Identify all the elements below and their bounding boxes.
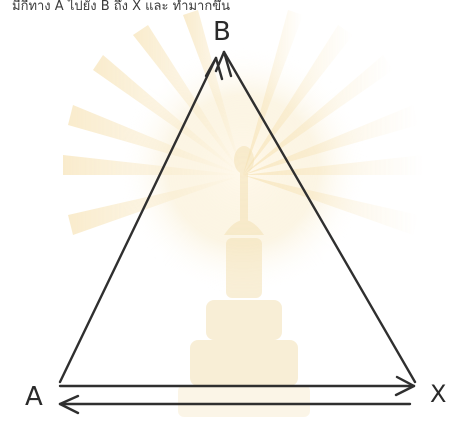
vertex-label-x: X bbox=[430, 380, 446, 408]
ray bbox=[93, 55, 243, 175]
caption-text: มีกี่ทาง A ไปยัง B ถึง X และ ทำมากขึ้น bbox=[12, 0, 230, 14]
ray bbox=[68, 105, 243, 175]
seal-rays bbox=[63, 10, 423, 235]
ray bbox=[63, 155, 243, 175]
ray bbox=[243, 10, 303, 175]
arrowhead-xb bbox=[214, 50, 233, 78]
seal-glow bbox=[118, 45, 368, 295]
ray bbox=[243, 175, 418, 235]
ray bbox=[133, 25, 243, 175]
arrowhead-ax bbox=[394, 375, 416, 397]
arrowhead-xa bbox=[58, 394, 80, 415]
ray bbox=[243, 155, 423, 175]
seal-stupa bbox=[190, 146, 298, 386]
ray bbox=[243, 25, 353, 175]
arrowhead-ab bbox=[204, 56, 224, 81]
edge-x-to-b bbox=[222, 50, 417, 384]
ray bbox=[68, 175, 243, 235]
vertex-labels: B A X bbox=[25, 17, 446, 412]
ray bbox=[183, 10, 243, 175]
vertex-label-b: B bbox=[213, 17, 231, 47]
seal-pedestal bbox=[178, 385, 310, 417]
vertex-label-a: A bbox=[25, 382, 43, 412]
university-seal-watermark bbox=[63, 10, 423, 417]
ray bbox=[243, 105, 418, 175]
triangle-edges bbox=[58, 50, 417, 415]
ray bbox=[243, 55, 393, 175]
edge-a-to-b bbox=[58, 56, 218, 384]
